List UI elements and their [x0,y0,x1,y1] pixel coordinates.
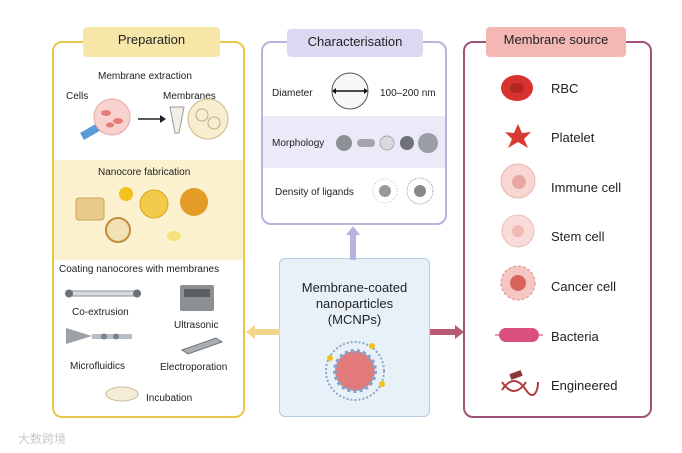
mcnp-line3: (MCNPs) [327,312,382,327]
stem-cell-icon [501,214,535,248]
microfluidics-label: Microfluidics [70,361,126,372]
preparation-title: Preparation [83,27,220,57]
mcnp-line2: nanoparticles [315,296,394,311]
characterisation-title: Characterisation [287,29,423,57]
membranes-circle [187,98,229,140]
mcnp-line1: Membrane-coated [301,280,408,295]
platelet-icon [505,124,531,148]
mcnp-particle-icon [325,341,385,401]
morphology-label: Morphology [272,138,325,149]
immune-cell-icon [500,163,536,199]
co-extrusion-label: Co-extrusion [72,307,129,318]
arrow-right-icon [430,325,464,339]
source-item-rbc: RBC [551,81,579,96]
watermark: 大数跨境 [18,432,67,446]
electroporation-icon [180,337,224,355]
porous-block-icon [75,197,105,221]
incubation-label: Incubation [146,393,193,404]
incubation-icon [105,386,139,402]
extraction-illustration [80,98,229,140]
diameter-label: Diameter [272,88,313,99]
coating-title: Coating nanocores with membranes [59,264,220,275]
source-item-platelet: Platelet [551,130,595,145]
membranes-label: Membranes [163,91,216,102]
diameter-value: 100–200 nm [380,88,436,99]
nanocore-illustration [75,187,208,243]
source-item-stem-cell: Stem cell [551,229,605,244]
microfluidics-icon [66,328,132,344]
ligand-density-icon [372,177,434,205]
spiky-sphere-icon [180,188,208,216]
morphology-band [263,116,445,168]
diameter-icon [331,72,369,110]
tube-icon [169,106,185,134]
engineered-dna-icon [501,370,539,396]
ultrasonic-icon [180,285,214,311]
cells-label: Cells [66,91,89,102]
source-item-immune-cell: Immune cell [551,180,622,195]
rbc-icon [501,75,533,101]
arrow-left-icon [246,325,280,339]
source-item-cancer-cell: Cancer cell [551,279,617,294]
source-item-bacteria: Bacteria [551,329,599,344]
cells-circle [93,98,131,136]
bacteria-icon [495,328,543,342]
extraction-title: Membrane extraction [98,71,192,82]
mesoporous-sphere-icon [139,189,169,219]
density-label: Density of ligands [275,187,354,198]
source-item-engineered: Engineered [551,378,618,393]
polymer-sphere-icon [105,217,131,243]
arrow-up-icon [346,226,360,260]
gold-sphere-icon [119,187,133,201]
capsule-icon [167,231,181,241]
cancer-cell-icon [500,265,536,301]
morphology-shapes [336,133,438,153]
ultrasonic-label: Ultrasonic [174,320,219,331]
co-extrusion-icon [65,289,141,298]
nanocore-title: Nanocore fabrication [98,167,191,178]
membrane-source-title: Membrane source [486,27,626,57]
electroporation-label: Electroporation [160,362,228,373]
